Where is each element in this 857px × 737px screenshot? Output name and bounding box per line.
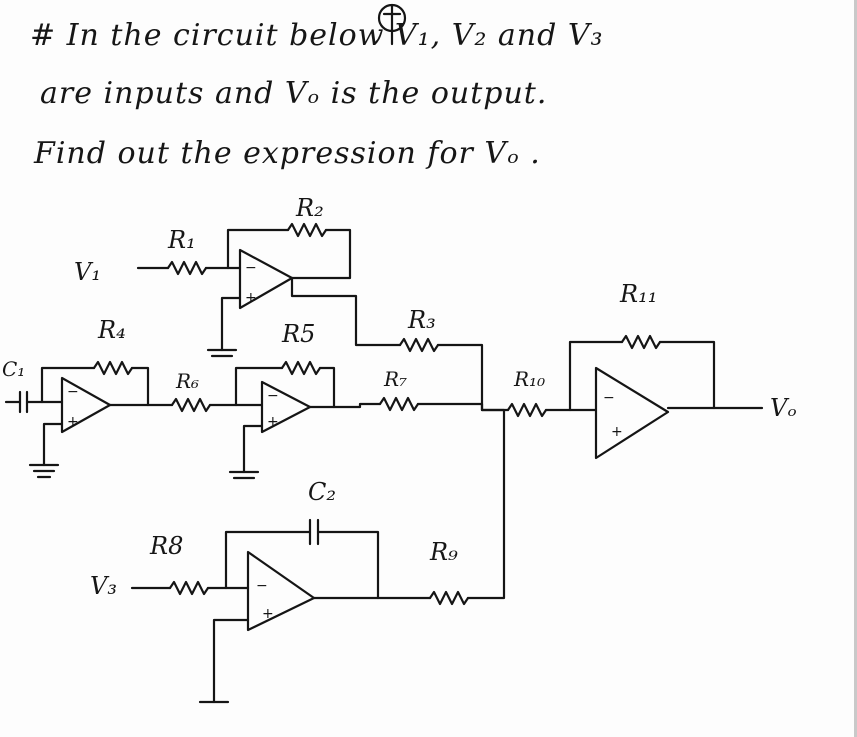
resistor-r3 [398,337,440,353]
opamp-a5: − + [594,366,670,460]
question-line-3: Find out the expression for Vₒ . [34,136,541,171]
opamp-a2-minus: − [67,384,79,400]
label-v1: V₁ [74,258,101,286]
label-r2: R₂ [295,194,324,222]
label-r3: R₃ [407,306,436,334]
resistor-r1 [166,260,208,276]
resistor-r7 [378,396,420,412]
circuit-diagram: − + − + [2,194,797,704]
resistor-r5 [280,360,322,376]
resistor-r2 [286,222,328,238]
label-v3: V₃ [90,572,117,600]
resistor-r10 [506,402,548,418]
opamp-a2-plus: + [67,414,79,430]
opamp-a4: − + [246,550,316,632]
resistor-r8 [168,580,210,596]
resistor-r11 [620,334,662,350]
question-line-2: are inputs and Vₒ is the output. [40,76,548,111]
label-r4: R₄ [97,316,126,344]
opamp-a5-plus: + [611,424,623,440]
resistor-r6 [170,397,212,413]
opamp-a4-plus: + [262,606,274,622]
label-vo: Vₒ [770,394,797,422]
label-r10: R₁₀ [513,367,545,391]
opamp-a3: − + [260,380,312,434]
label-r1: R₁ [167,226,196,254]
circled-mark-icon [377,3,407,46]
question-line-1: # In the circuit below V₁, V₂ and V₃ [30,18,604,53]
label-r5: R5 [281,320,315,348]
opamp-a1-plus: + [245,290,257,306]
opamp-a4-minus: − [256,578,268,594]
resistor-r9 [428,590,470,606]
label-c2: C₂ [308,478,336,506]
label-r8: R8 [149,532,183,560]
opamp-a3-plus: + [267,414,279,430]
label-r11: R₁₁ [619,280,657,308]
resistor-r4 [92,360,134,376]
opamp-a2: − + [60,376,112,434]
label-r7: R₇ [383,367,407,391]
opamp-a5-minus: − [603,390,615,406]
page-edge [854,0,857,737]
label-r6: R₆ [175,369,199,393]
opamp-a1: − + [238,248,294,310]
label-r9: R₉ [429,538,458,566]
opamp-a1-minus: − [245,260,257,276]
label-c1: C₁ [2,357,25,381]
opamp-a3-minus: − [267,388,279,404]
